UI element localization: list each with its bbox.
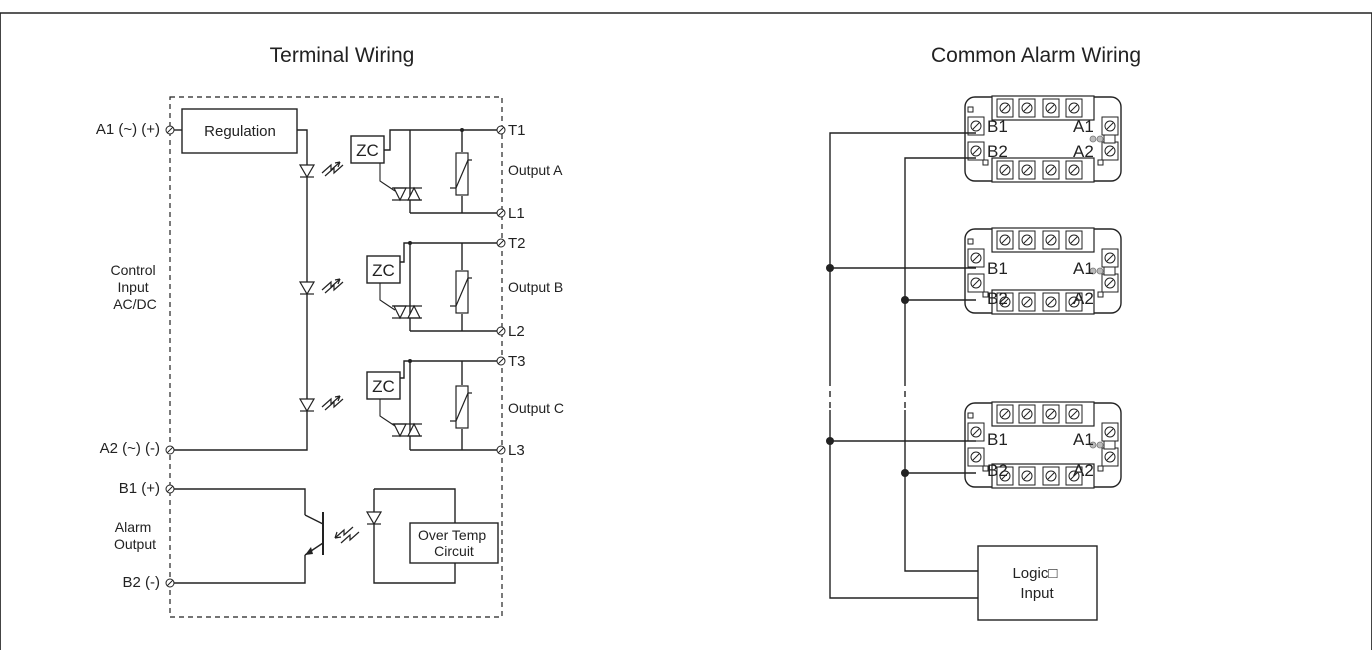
screw-terminal-icon	[165, 445, 175, 455]
left-title: Terminal Wiring	[270, 44, 415, 67]
terminal-t3-label: T3	[508, 353, 526, 370]
terminal-l3-label: L3	[508, 442, 525, 459]
module-outline	[169, 96, 503, 618]
output-a-label: Output A	[508, 162, 563, 178]
zc-label: ZC	[372, 261, 395, 280]
svg-text:B1: B1	[987, 117, 1008, 136]
led-icon	[366, 511, 382, 525]
terminal-b2-label: B2 (-)	[123, 574, 161, 591]
terminal-a2-label: A2 (~) (-)	[100, 440, 160, 457]
svg-text:B2: B2	[987, 461, 1008, 480]
screw-terminal-icon	[165, 484, 175, 494]
output-b-label: Output B	[508, 279, 563, 295]
screw-terminal-icon	[165, 578, 175, 588]
varistor-icon	[449, 270, 473, 314]
zc-block-b	[366, 255, 401, 284]
regulation-label: Regulation	[204, 123, 276, 140]
svg-text:A2: A2	[1073, 461, 1094, 480]
terminal-l2-label: L2	[508, 323, 525, 340]
svg-text:B1: B1	[987, 259, 1008, 278]
over-temp-label: Over Temp Circuit	[418, 527, 490, 559]
terminal-t1-label: T1	[508, 122, 526, 139]
svg-text:B2: B2	[987, 289, 1008, 308]
led-icon	[299, 281, 315, 295]
svg-text:B1: B1	[987, 430, 1008, 449]
svg-text:A2: A2	[1073, 289, 1094, 308]
terminal-b1-label: B1 (+)	[119, 480, 160, 497]
zc-label: ZC	[372, 377, 395, 396]
zc-label: ZC	[356, 141, 379, 160]
svg-text:A1: A1	[1073, 259, 1094, 278]
svg-text:A1: A1	[1073, 117, 1094, 136]
terminal-a1-label: A1 (~) (+)	[96, 121, 160, 138]
ssr-module-3: B1 B2 A1 A2	[965, 402, 1121, 488]
svg-text:A1: A1	[1073, 430, 1094, 449]
terminal-l1-label: L1	[508, 205, 525, 222]
triac-icon	[391, 423, 423, 437]
over-temp-block	[409, 522, 499, 564]
varistor-icon	[449, 385, 473, 429]
svg-text:A2: A2	[1073, 142, 1094, 161]
logic-input-label: Logic□ Input	[1012, 565, 1061, 602]
ssr-module-1: B1 B2 A1 A2	[965, 96, 1121, 182]
svg-text:B2: B2	[987, 142, 1008, 161]
zc-block-a	[350, 135, 385, 164]
alarm-output-label: Alarm Output	[114, 519, 156, 552]
output-c-label: Output C	[508, 400, 564, 416]
led-icon	[299, 398, 315, 412]
terminal-t2-label: T2	[508, 235, 526, 252]
triac-icon	[391, 187, 423, 201]
led-icon	[299, 164, 315, 178]
zc-block-c	[366, 371, 401, 400]
varistor-icon	[449, 152, 473, 196]
ssr-module-2: B1 B2 A1 A2	[965, 228, 1121, 314]
right-title: Common Alarm Wiring	[931, 44, 1141, 67]
triac-icon	[391, 305, 423, 319]
phototransistor-icon	[334, 526, 360, 544]
control-input-label: Control Input AC/DC	[110, 262, 159, 312]
regulation-block	[181, 108, 298, 154]
logic-input-block	[977, 545, 1098, 621]
screw-terminal-icon	[165, 125, 175, 135]
